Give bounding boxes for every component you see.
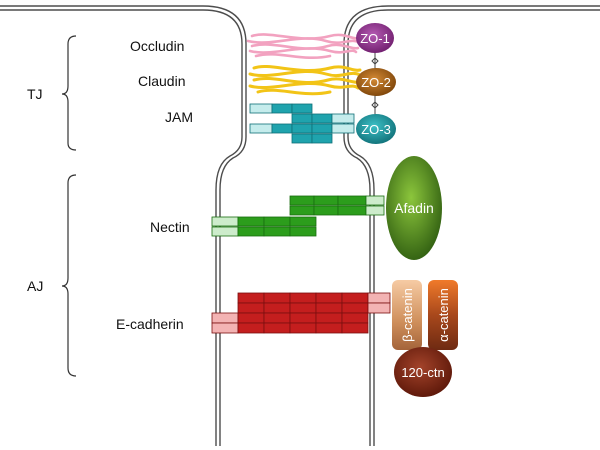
aj-label: AJ bbox=[27, 278, 43, 294]
aj-bracket bbox=[61, 174, 77, 377]
occludin-strands bbox=[246, 33, 360, 60]
alpha-catenin-protein bbox=[428, 280, 458, 350]
zo1-protein bbox=[356, 23, 394, 53]
cell-membranes bbox=[0, 5, 600, 446]
ecadherin-label: E-cadherin bbox=[116, 316, 184, 332]
jam-segments bbox=[249, 103, 355, 144]
occludin-label: Occludin bbox=[130, 38, 184, 54]
beta-catenin-protein bbox=[392, 280, 422, 350]
ctn120-label: 120-ctn bbox=[401, 365, 444, 380]
zo-linkers bbox=[371, 53, 379, 116]
right-cell-membrane-inner bbox=[343, 5, 600, 446]
claudin-label: Claudin bbox=[138, 73, 185, 89]
ctn120-protein bbox=[394, 347, 452, 397]
zo1-label: ZO-1 bbox=[360, 31, 390, 46]
tj-label: TJ bbox=[27, 86, 43, 102]
zo3-label: ZO-3 bbox=[361, 122, 391, 137]
afadin-protein bbox=[386, 156, 442, 260]
zo3-protein bbox=[356, 114, 396, 144]
right-cell-membrane-outer bbox=[347, 9, 600, 446]
left-cell-membrane-inner bbox=[0, 9, 243, 446]
left-cell-membrane-outer bbox=[0, 5, 247, 446]
nectin-label: Nectin bbox=[150, 219, 190, 235]
afadin-label: Afadin bbox=[394, 200, 434, 216]
zo2-protein bbox=[356, 68, 396, 96]
nectin-segments bbox=[211, 195, 385, 237]
jam-label: JAM bbox=[165, 109, 193, 125]
alpha-catenin-label: α-catenin bbox=[436, 288, 451, 342]
beta-catenin-label: β-catenin bbox=[400, 288, 415, 342]
ecadherin-segments bbox=[211, 292, 391, 334]
zo2-label: ZO-2 bbox=[361, 75, 391, 90]
tj-bracket bbox=[61, 35, 77, 151]
claudin-strands bbox=[248, 64, 362, 96]
